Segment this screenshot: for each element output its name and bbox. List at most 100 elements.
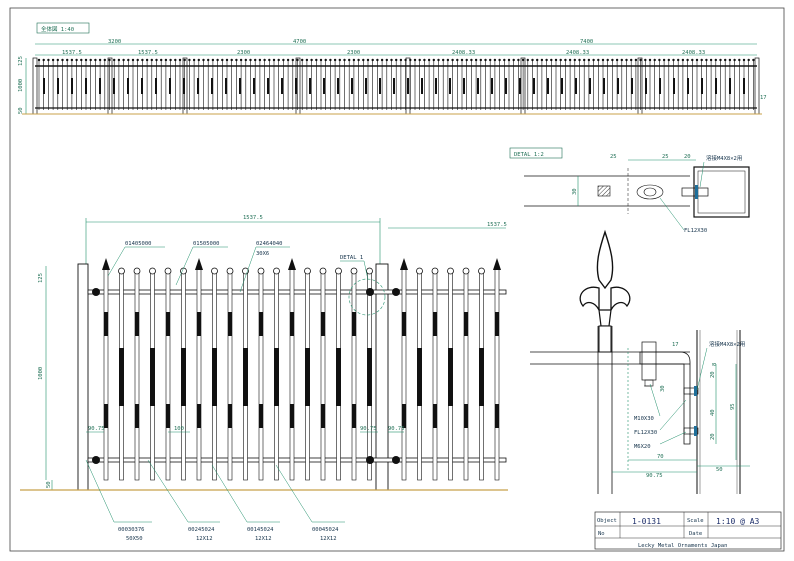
bolt-m10 — [641, 341, 657, 381]
elevation-picket — [134, 271, 140, 481]
elevation-ball-cap — [149, 267, 156, 275]
detail-dim-17: 17 — [672, 342, 679, 348]
elevation-dim-gap-right-b: 90.75 — [388, 426, 405, 432]
overview-picket-cap — [366, 58, 370, 62]
elevation-picket — [320, 271, 326, 481]
overview-twist — [99, 78, 101, 94]
finial-collar — [598, 309, 612, 327]
overview-picket-cap — [460, 58, 464, 62]
elevation-twist-short — [433, 312, 437, 336]
leader-line — [211, 464, 248, 523]
overview-picket-cap — [427, 58, 431, 62]
overview-picket-cap — [216, 58, 219, 62]
leader-line — [363, 260, 369, 281]
detail-note-fl-top: FL12X30 — [684, 228, 707, 234]
overview-twist — [631, 78, 633, 94]
overview-picket-cap — [489, 58, 492, 62]
overview-picket-cap — [169, 58, 172, 62]
overview-picket-cap — [113, 58, 116, 62]
overview-picket-cap — [634, 58, 638, 62]
overview-picket-cap — [615, 58, 619, 62]
overview-picket-cap — [254, 58, 257, 62]
overview-section: 全体図 1:40 3200 4700 7400 1537.5 1537.5 23… — [18, 22, 767, 115]
overview-picket-cap — [592, 58, 595, 62]
elevation-picket — [463, 271, 469, 481]
overview-picket-cap — [597, 58, 600, 62]
overview-scale-box — [36, 22, 90, 34]
callout-top-1: 01405000 — [125, 241, 152, 247]
overview-picket-cap — [493, 58, 497, 62]
overview-picket-cap — [221, 58, 224, 62]
overview-dim-seg-a1: 1537.5 — [62, 50, 82, 56]
elevation-picket — [432, 271, 438, 481]
overview-picket-cap — [653, 58, 656, 62]
overview-picket-cap — [352, 58, 356, 62]
elevation-twist-short — [228, 404, 232, 428]
bracket — [639, 351, 691, 445]
elevation-fence — [77, 258, 507, 491]
overview-picket-cap — [183, 58, 186, 62]
elevation-dim-gap-right-a: 90.75 — [360, 426, 377, 432]
title-company: Lecky Metal Ornaments Japan — [638, 543, 727, 549]
overview-picket-cap — [446, 58, 450, 62]
overview-twist — [533, 78, 535, 94]
elevation-dim-height-top: 125 — [38, 273, 44, 283]
detail-dim-30b: 30 — [660, 385, 666, 392]
overview-picket-cap — [315, 58, 318, 62]
overview-picket-cap — [742, 58, 746, 62]
overview-picket-cap — [474, 58, 478, 62]
overview-picket-cap — [611, 58, 614, 62]
overview-dim-height-main: 1000 — [18, 79, 24, 92]
elevation-spear-cap — [102, 258, 110, 270]
elevation-twist-short — [464, 404, 468, 428]
elevation-twist-short — [464, 312, 468, 336]
screw-head — [695, 185, 698, 199]
overview-picket-cap — [681, 58, 685, 62]
overview-picket-cap — [103, 58, 107, 62]
overview-picket-cap — [51, 58, 55, 62]
bolt-nut — [644, 379, 654, 387]
overview-picket-cap — [197, 58, 200, 62]
detail-label-box — [509, 147, 563, 159]
overview-picket-cap — [348, 58, 351, 62]
overview-picket-cap — [117, 58, 121, 62]
overview-picket-cap — [507, 58, 511, 62]
overview-picket-cap — [413, 58, 417, 62]
elevation-top-rail — [87, 289, 507, 295]
elevation-bracket — [392, 456, 400, 464]
overview-twist — [743, 78, 745, 94]
detail-label: DETAL 1:2 — [514, 152, 544, 158]
overview-picket-cap — [98, 58, 102, 62]
elevation-picket — [196, 267, 202, 481]
screw-head — [694, 426, 697, 436]
leader-line — [107, 246, 126, 277]
elevation-picket — [258, 271, 264, 481]
bar-section — [597, 185, 611, 197]
overview-picket-cap — [75, 58, 78, 62]
elevation-picket — [289, 267, 295, 481]
overview-picket-cap — [160, 58, 163, 62]
overview-picket-cap — [442, 58, 445, 62]
callout-bot-1-sub: 50X50 — [126, 536, 143, 542]
overview-twist — [71, 78, 73, 94]
overview-twist — [659, 78, 661, 94]
overview-twist — [617, 78, 619, 94]
overview-twist — [253, 78, 255, 94]
overview-picket-cap — [56, 58, 59, 62]
overview-picket-cap — [583, 58, 586, 62]
callout-bot-1: 00030376 — [118, 527, 145, 533]
elevation-ball-cap — [350, 267, 358, 275]
elevation-twist-short — [321, 312, 325, 336]
overview-picket-cap — [550, 58, 553, 62]
detail-dim-40: 40 — [710, 409, 716, 416]
detail-note-m10: M10X30 — [634, 416, 654, 422]
overview-side-note: 17 — [760, 95, 767, 101]
detail-dim-25b: 25 — [662, 154, 669, 160]
detail-dim-9075: 90.75 — [646, 473, 663, 479]
overview-picket-cap — [131, 58, 135, 62]
leader-line — [649, 383, 661, 417]
elevation-twist-short — [197, 404, 201, 428]
overview-picket-cap — [80, 58, 83, 62]
overview-picket-cap — [648, 58, 652, 62]
